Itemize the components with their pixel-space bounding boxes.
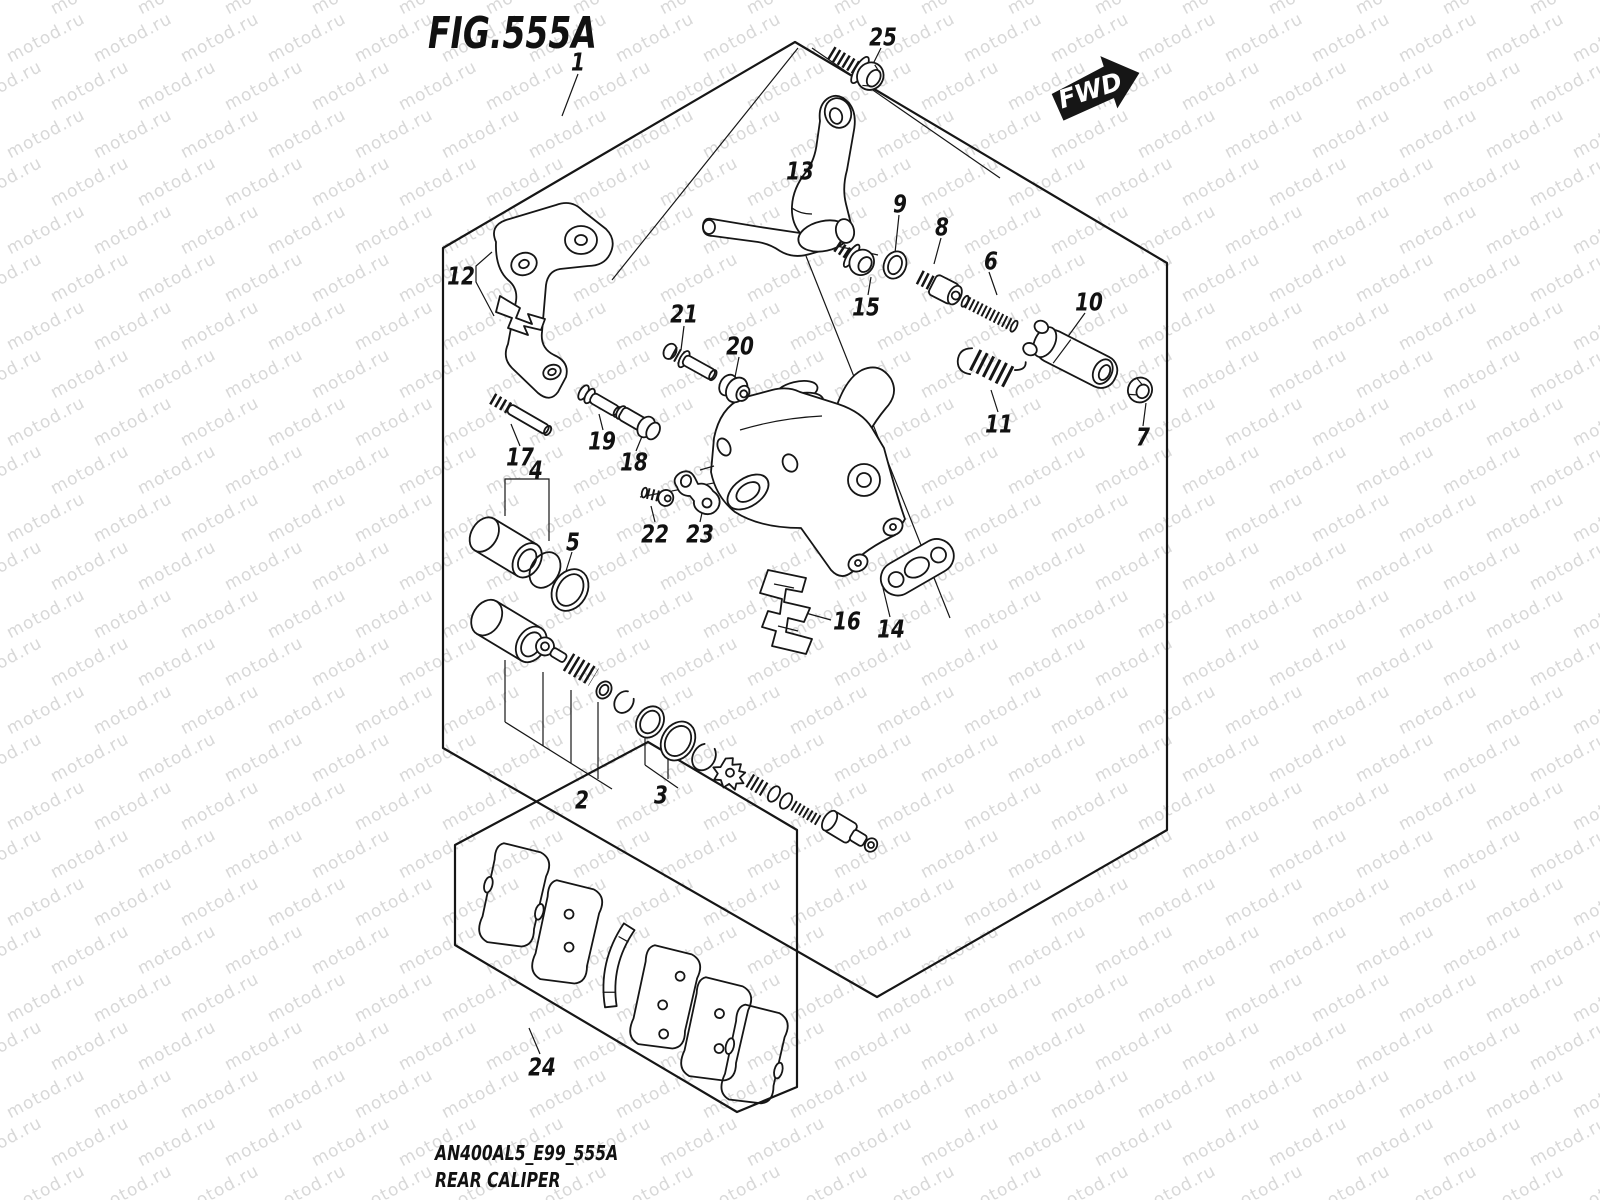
part-callout-8: 8: [935, 212, 949, 242]
pad-set-boundary: [455, 742, 797, 1112]
part-17-bolt-drawing: [490, 394, 553, 436]
part-16-pad-spring-drawing: [760, 570, 812, 654]
part-6-rod-drawing: [960, 295, 1019, 333]
assembly-boundary: [443, 42, 1167, 997]
part-callout-24: 24: [528, 1052, 556, 1082]
figure-title: FIG.555A: [428, 8, 597, 59]
part-18-plug-drawing: [612, 401, 664, 444]
part-callout-23: 23: [686, 519, 714, 549]
part-22-bleeder-drawing: [640, 484, 675, 507]
part-13-lever-drawing: [703, 95, 856, 256]
fwd-arrow: FWD: [1051, 56, 1140, 121]
part-callout-3: 3: [654, 780, 668, 810]
part-callout-25: 25: [869, 22, 897, 52]
part-callout-21: 21: [670, 299, 698, 329]
part-callout-4: 4: [529, 455, 543, 485]
part-10-sleeve-drawing: [1021, 318, 1123, 395]
part-callout-19: 19: [588, 426, 616, 456]
part-callout-11: 11: [985, 409, 1013, 439]
model-code: AN400AL5_E99_555A: [435, 1141, 619, 1165]
part-2-chain-drawing: [465, 594, 880, 854]
part-25-bolt-drawing: [823, 40, 889, 96]
part-callout-14: 14: [877, 614, 905, 644]
part-callout-16: 16: [833, 606, 861, 636]
footer-block: AN400AL5_E99_555A REAR CALIPER: [435, 1140, 670, 1194]
part-21-pin-bolt-drawing: [660, 341, 719, 385]
part-callout-7: 7: [1136, 422, 1150, 452]
caliper-body-drawing: [700, 367, 906, 576]
part-callout-13: 13: [786, 156, 814, 186]
part-callout-17: 17: [506, 442, 534, 472]
part-23-link-drawing: [675, 471, 720, 514]
part-11-spring-drawing: [953, 334, 1027, 396]
part-callout-9: 9: [893, 189, 907, 219]
part-5-seals-drawing: [523, 547, 596, 618]
part-callout-1: 1: [571, 47, 585, 77]
part-callout-6: 6: [984, 246, 998, 276]
part-7-nut-drawing: [1124, 373, 1157, 406]
part-9-washer-drawing: [880, 248, 911, 282]
part-20-boot-drawing: [715, 370, 755, 408]
part-callout-5: 5: [566, 527, 580, 557]
part-8-adjuster-drawing: [914, 267, 965, 307]
figure-name: REAR CALIPER: [435, 1168, 561, 1192]
part-callout-18: 18: [620, 447, 648, 477]
part-callout-10: 10: [1075, 287, 1103, 317]
part-callout-2: 2: [575, 785, 589, 815]
part-callout-22: 22: [641, 519, 669, 549]
part-12-bracket-drawing: [494, 203, 613, 398]
part-24-pad-set-drawing: [471, 841, 796, 1110]
part-callout-12: 12: [447, 261, 475, 291]
part-14-gasket-drawing: [875, 533, 960, 602]
part-callout-15: 15: [852, 292, 880, 322]
part-4-piston-drawing: [464, 512, 548, 583]
part-callout-20: 20: [726, 331, 754, 361]
part-15-bolt-drawing: [829, 235, 878, 280]
